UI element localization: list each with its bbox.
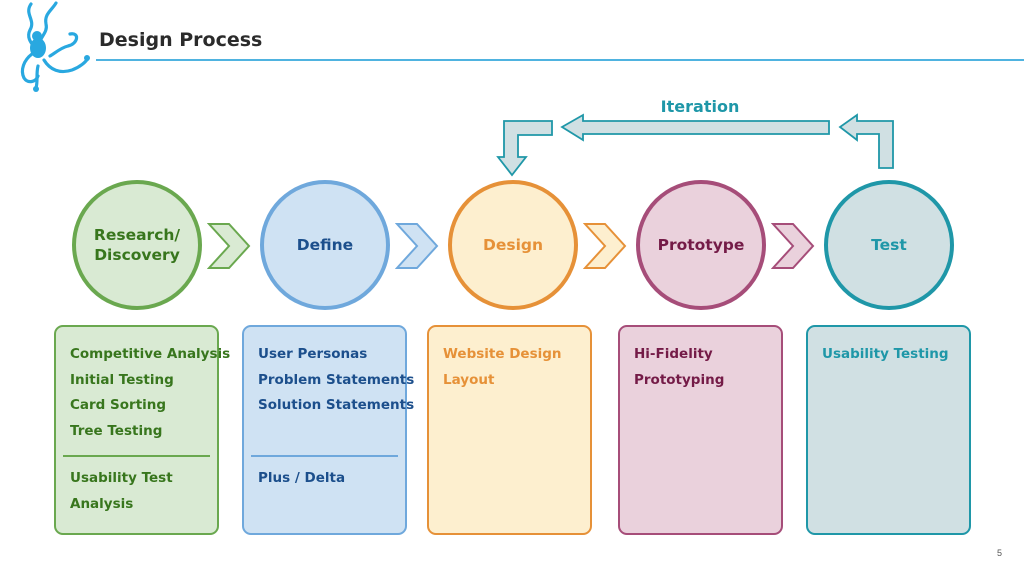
chevron-right-icon <box>395 223 439 269</box>
stage-prototype: Prototype <box>636 180 766 310</box>
iteration-arrow-right-icon <box>838 113 894 169</box>
card-item: Tree Testing <box>70 422 163 439</box>
chevron-right-icon <box>583 223 627 269</box>
page-number: 5 <box>996 548 1002 558</box>
chevron-right-icon <box>771 223 815 269</box>
card-test: Usability Testing <box>806 325 971 535</box>
iteration-arrow-left-icon <box>496 120 553 177</box>
card-item: Analysis <box>70 495 134 512</box>
card-item: Card Sorting <box>70 397 167 414</box>
card-item: Competitive Analysis <box>70 346 231 362</box>
card-research-discovery: Competitive Analysis Initial Testing Car… <box>54 325 231 535</box>
title-divider <box>96 59 1024 61</box>
card-divider <box>251 455 398 458</box>
stage-research-discovery: Research/ Discovery <box>72 180 202 310</box>
stage-test: Test <box>824 180 954 310</box>
card-item: Hi-Fidelity <box>634 346 713 362</box>
card-item: Usability Test <box>70 470 173 487</box>
card-design: Website Design Layout <box>427 325 592 535</box>
card-item: Website Design <box>443 346 562 362</box>
card-define: User Personas Problem Statements Solutio… <box>242 325 415 535</box>
card-item: Solution Statements <box>258 397 415 414</box>
card-item: User Personas <box>258 346 368 362</box>
card-divider <box>63 455 210 458</box>
card-prototype: Hi-Fidelity Prototyping <box>618 325 783 535</box>
card-item: Layout <box>443 371 495 388</box>
page-title: Design Process <box>99 29 263 51</box>
card-item: Prototyping <box>634 371 725 388</box>
card-item: Plus / Delta <box>258 470 346 487</box>
iteration-arrow-middle-icon <box>560 113 830 142</box>
chevron-right-icon <box>207 223 251 269</box>
card-item: Usability Testing <box>822 346 949 362</box>
card-item: Problem Statements <box>258 371 415 388</box>
iteration-label: Iteration <box>660 97 740 116</box>
stage-define: Define <box>260 180 390 310</box>
logo-icon <box>20 1 90 92</box>
stage-design: Design <box>448 180 578 310</box>
card-item: Initial Testing <box>70 371 174 388</box>
